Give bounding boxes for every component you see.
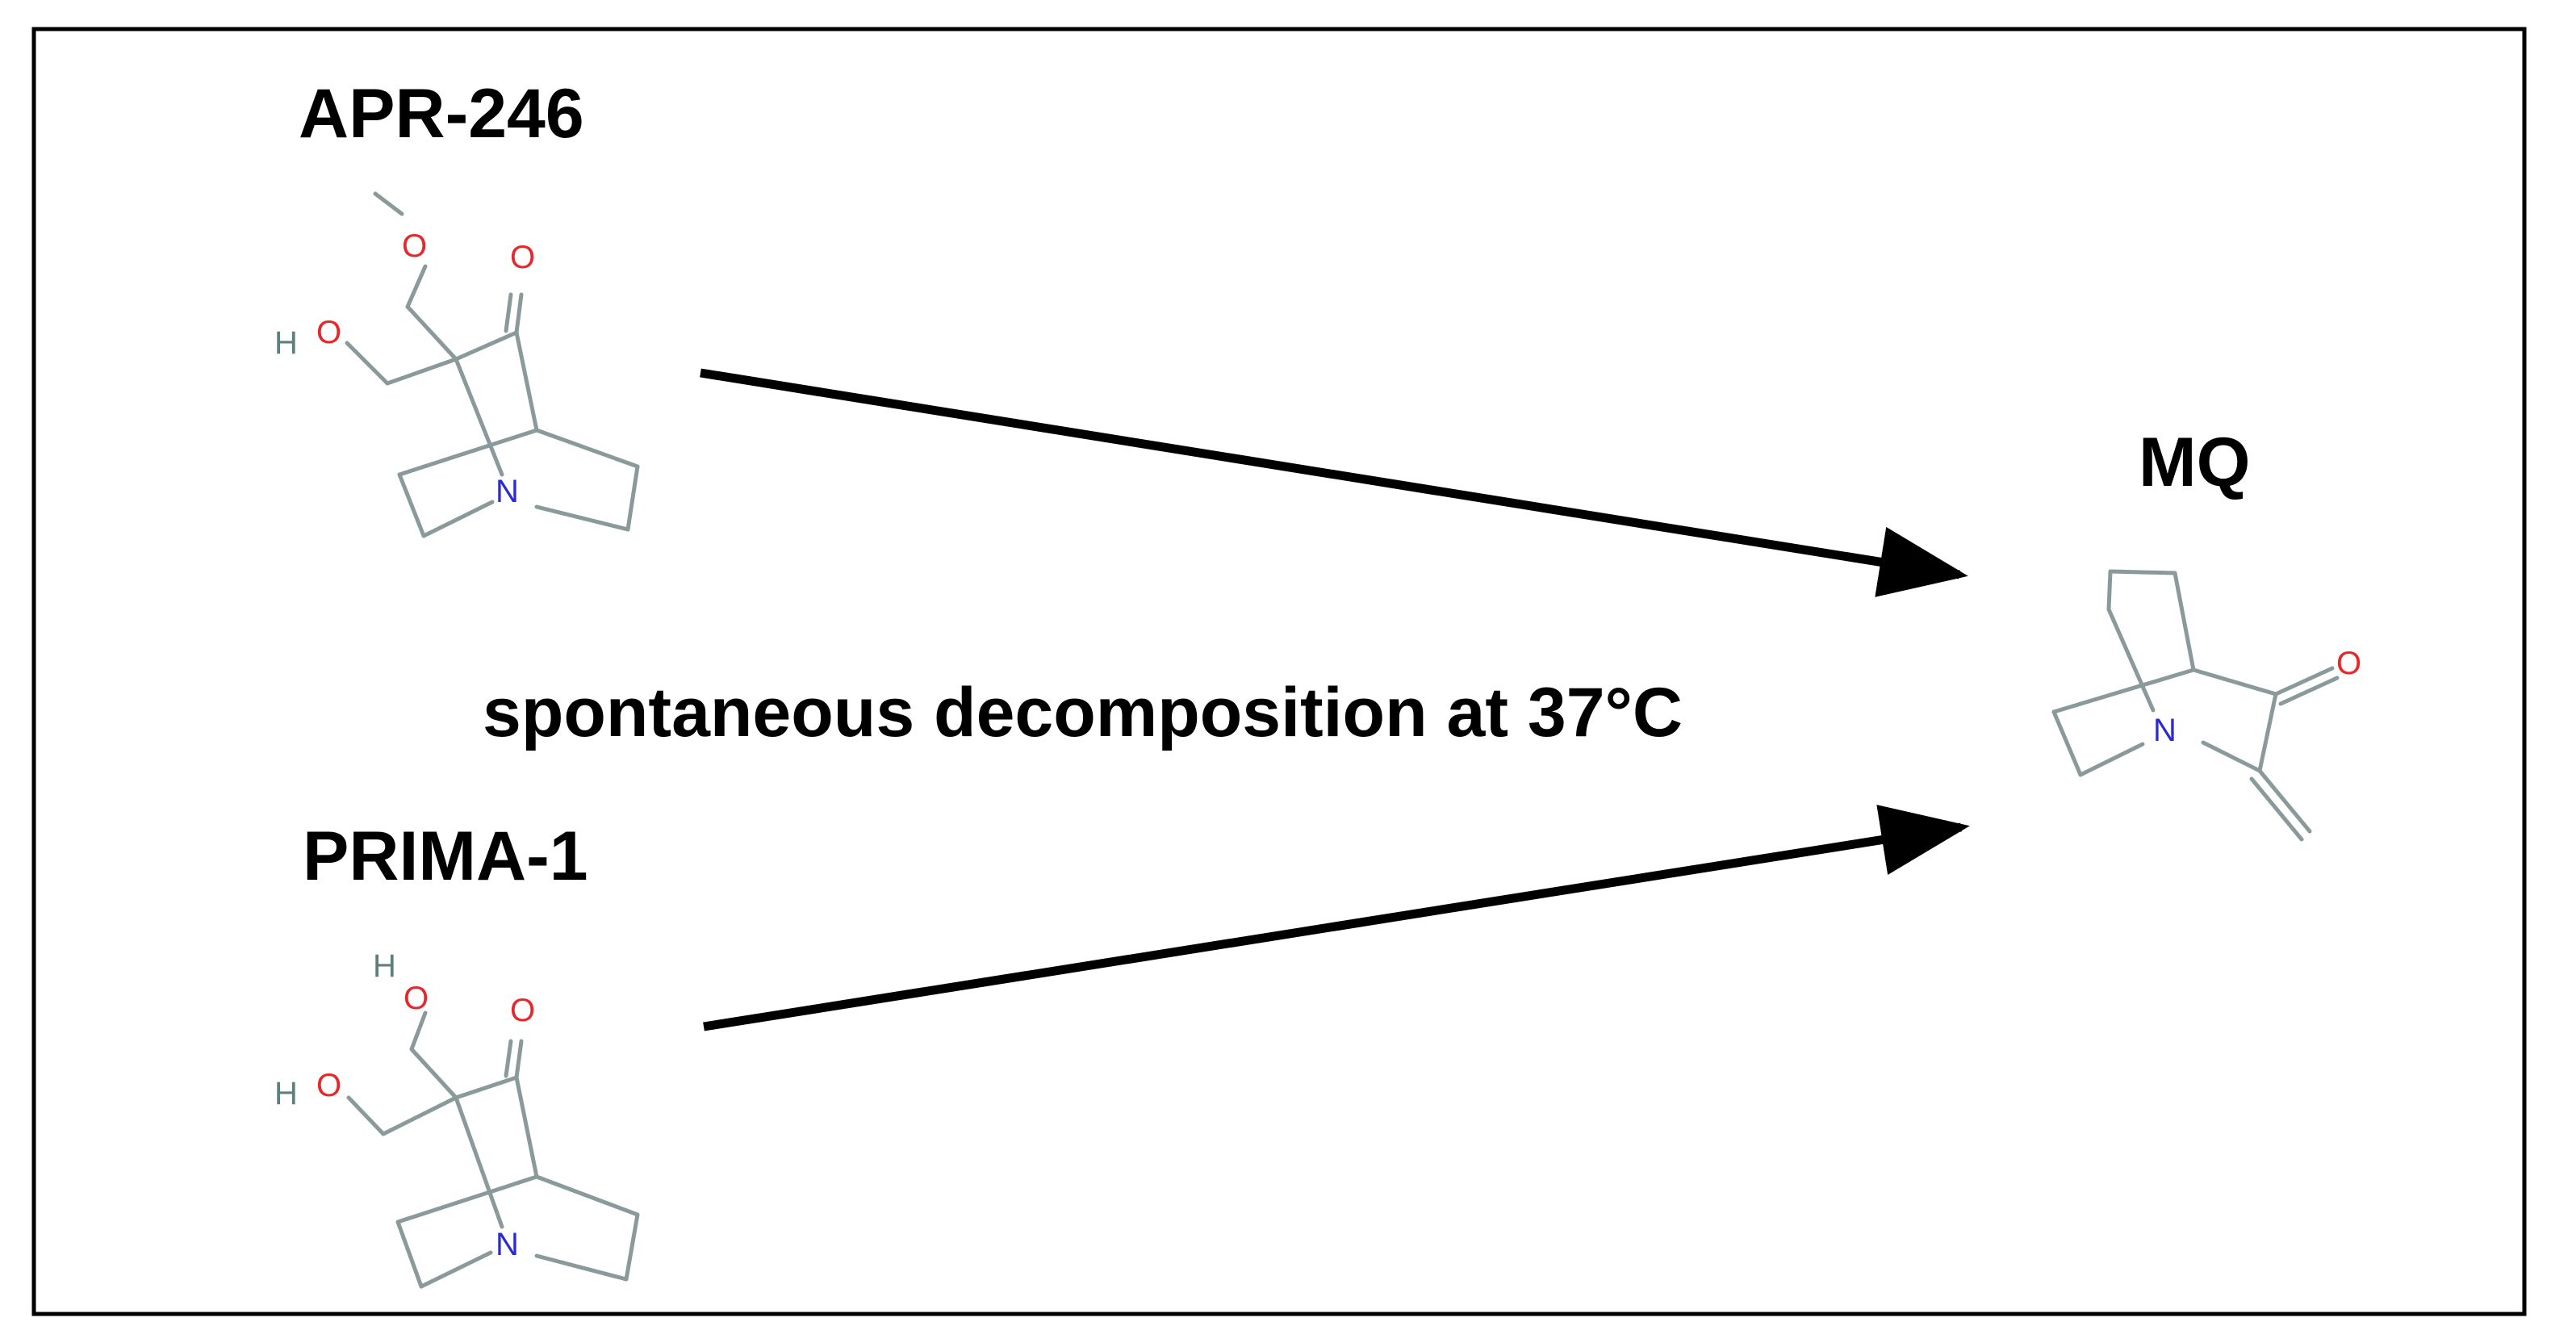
- prima1-ketone-oxygen: O: [510, 993, 535, 1028]
- prima1-left-oxygen: O: [316, 1068, 341, 1103]
- mq-nitrogen: N: [2153, 713, 2177, 748]
- compound-label-mq: MQ: [2139, 424, 2251, 501]
- apr246-methoxy-oxygen: O: [402, 228, 427, 264]
- apr246-hydroxyl-oxygen: O: [316, 315, 341, 350]
- compound-label-apr246: APR-246: [299, 75, 584, 153]
- prima1-left-hydrogen: H: [274, 1076, 298, 1111]
- prima1-nitrogen: N: [496, 1227, 519, 1262]
- apr246-nitrogen: N: [496, 474, 519, 509]
- apr246-structure: [345, 191, 640, 538]
- reaction-condition: spontaneous decomposition at 37°C: [483, 674, 1683, 751]
- mq-ketone-oxygen: O: [2336, 646, 2361, 681]
- mq-structure: [2051, 569, 2340, 842]
- compound-label-prima1: PRIMA-1: [303, 818, 588, 895]
- prima1-top-hydrogen: H: [373, 948, 396, 984]
- prima1-structure: [346, 1010, 640, 1289]
- diagram-frame: [31, 27, 2527, 1316]
- arrow-prima1-to-mq: [703, 805, 1970, 1031]
- apr246-ketone-oxygen: O: [510, 240, 535, 275]
- apr246-hydroxyl-hydrogen: H: [274, 325, 298, 361]
- arrow-apr246-to-mq: [700, 368, 1968, 597]
- prima1-top-oxygen: O: [404, 981, 429, 1016]
